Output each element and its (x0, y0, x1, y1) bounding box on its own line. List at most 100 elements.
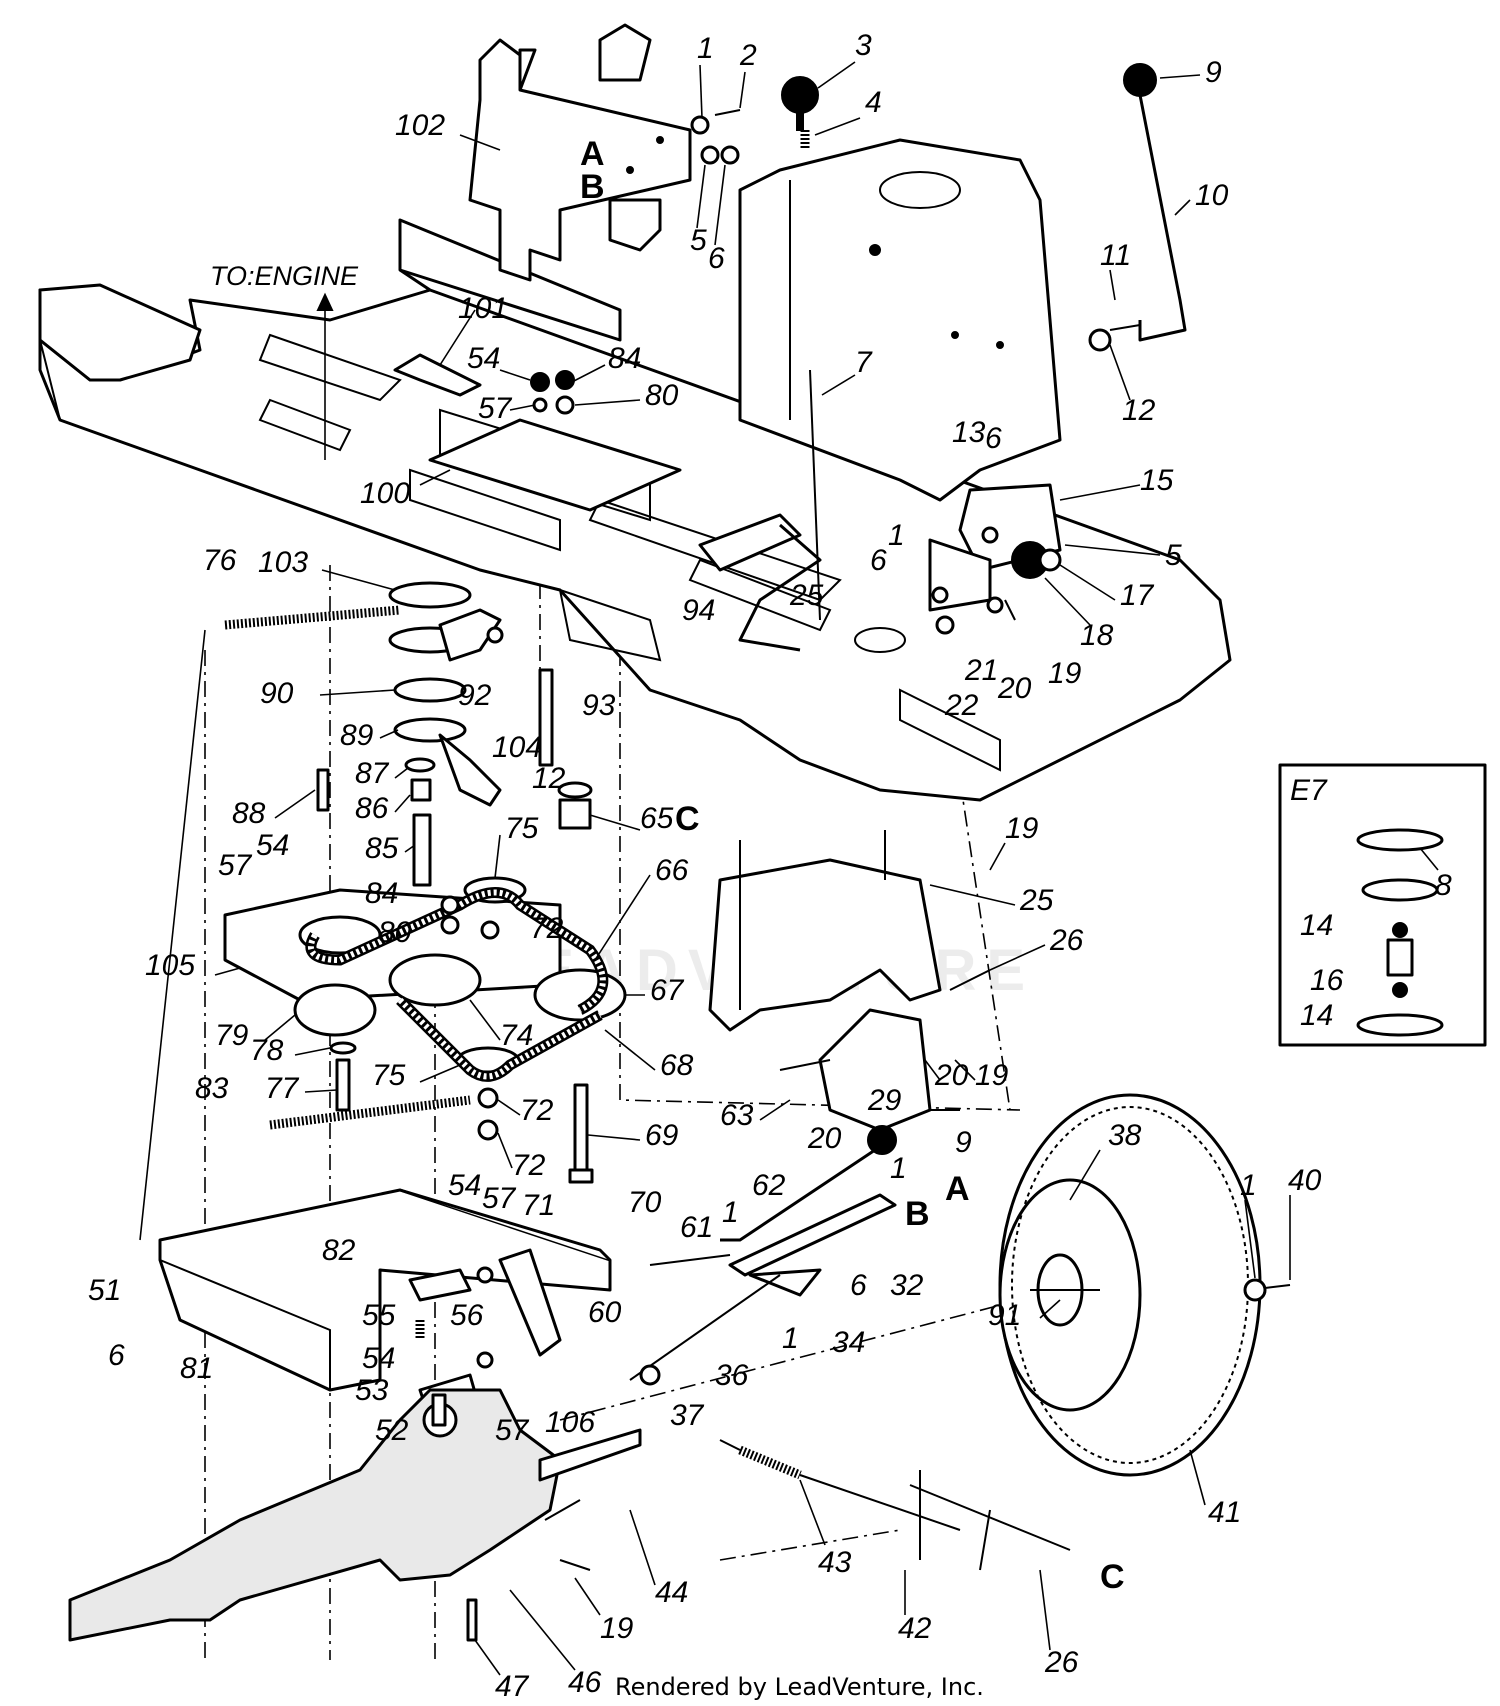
callout-37: 37 (670, 1399, 705, 1432)
callout-92: 92 (458, 679, 492, 712)
callout-70: 70 (628, 1186, 662, 1219)
leader-lines (214, 61, 1439, 1676)
callout-68: 68 (660, 1049, 694, 1082)
ref-letter-b-top: B (580, 168, 605, 206)
lower-linkage (719, 1439, 1071, 1571)
callout-54d: 54 (362, 1342, 395, 1375)
shift-linkage (629, 1125, 897, 1386)
callout-72b: 72 (520, 1094, 554, 1127)
ref-letter-a-top: A (580, 135, 605, 173)
callout-2: 2 (739, 39, 757, 72)
callout-3: 3 (855, 29, 872, 62)
callout-42: 42 (898, 1612, 932, 1645)
callout-65: 65 (640, 802, 674, 835)
callout-84: 84 (608, 342, 641, 375)
callout-25: 25 (789, 579, 824, 612)
callout-38: 38 (1108, 1119, 1142, 1152)
callout-16: 16 (1310, 964, 1344, 997)
callout-20b: 20 (934, 1059, 969, 1092)
callout-18: 18 (1080, 619, 1114, 652)
callout-57: 57 (478, 392, 513, 425)
callout-51: 51 (88, 1274, 121, 1307)
callout-100: 100 (360, 477, 410, 510)
callout-26: 26 (1049, 924, 1084, 957)
callout-36: 36 (715, 1359, 749, 1392)
callout-5: 5 (690, 224, 707, 257)
callout-63: 63 (720, 1099, 754, 1132)
engine-arrow (316, 292, 334, 460)
callout-87: 87 (355, 757, 390, 790)
callout-40: 40 (1288, 1164, 1322, 1197)
pulley-stack (388, 581, 504, 807)
callout-20: 20 (997, 672, 1032, 705)
callout-69: 69 (645, 1119, 679, 1152)
callout-1b: 1 (888, 519, 905, 552)
callout-11: 11 (1100, 239, 1131, 272)
callout-5b: 5 (1165, 539, 1182, 572)
callout-94: 94 (682, 594, 715, 627)
callout-6: 6 (708, 242, 725, 275)
callout-57b: 57 (218, 849, 253, 882)
callout-77: 77 (265, 1072, 300, 1105)
callout-55: 55 (362, 1299, 396, 1332)
callout-1d: 1 (722, 1196, 739, 1229)
callout-91: 91 (988, 1299, 1021, 1332)
callout-46: 46 (568, 1666, 602, 1699)
inset-e7 (1278, 763, 1487, 1047)
ref-letter-b-shift: B (905, 1195, 930, 1233)
drive-pedal (698, 369, 822, 652)
callout-103: 103 (258, 546, 308, 579)
callout-8: 8 (1435, 869, 1452, 902)
engine-label: TO:ENGINE (210, 261, 359, 291)
callout-82: 82 (322, 1234, 356, 1267)
callout-88: 88 (232, 797, 266, 830)
ref-letter-a-shift: A (945, 1170, 970, 1208)
callout-7: 7 (855, 346, 873, 379)
callout-12: 12 (1122, 394, 1156, 427)
callout-104: 104 (492, 731, 542, 764)
inset-label: E7 (1290, 774, 1328, 807)
transaxle (68, 1388, 642, 1642)
callout-1c: 1 (890, 1152, 907, 1185)
callout-86: 86 (355, 792, 389, 825)
callout-labels: 1 2 3 4 5 6 7 9 10 11 12 13 6 15 5 17 18… (88, 29, 1452, 1703)
callout-52: 52 (375, 1414, 409, 1447)
callout-20c: 20 (807, 1122, 842, 1155)
callout-6c: 6 (870, 544, 887, 577)
callout-25b: 25 (1019, 884, 1054, 917)
callout-72: 72 (530, 912, 564, 945)
callout-105: 105 (145, 949, 195, 982)
callout-19d: 19 (600, 1612, 634, 1645)
callout-6d: 6 (850, 1269, 867, 1302)
callout-19b: 19 (1005, 812, 1039, 845)
callout-22: 22 (944, 689, 979, 722)
seat-bracket (468, 23, 692, 282)
callout-9b: 9 (955, 1126, 972, 1159)
callout-10: 10 (1195, 179, 1229, 212)
callout-101: 101 (458, 292, 508, 325)
callout-60: 60 (588, 1296, 622, 1329)
callout-67: 67 (650, 974, 685, 1007)
callout-1e: 1 (782, 1322, 799, 1355)
callout-13: 13 (952, 416, 986, 449)
callout-32: 32 (890, 1269, 924, 1302)
control-brackets (408, 1248, 562, 1422)
callout-81: 81 (180, 1352, 213, 1385)
callout-85: 85 (365, 832, 399, 865)
callout-75b: 75 (372, 1059, 406, 1092)
callout-71: 71 (522, 1189, 555, 1222)
callout-29: 29 (867, 1084, 902, 1117)
credit-text: Rendered by LeadVenture, Inc. (615, 1673, 984, 1701)
idler-spacer (316, 757, 436, 887)
letter-references: A B C A B C (580, 135, 1125, 1596)
cam-plate (779, 1008, 960, 1132)
callout-84b: 84 (365, 877, 398, 910)
callout-6b: 6 (985, 422, 1002, 455)
callout-44: 44 (655, 1576, 688, 1609)
callout-53: 53 (355, 1374, 389, 1407)
chassis-frame (38, 218, 1232, 802)
callout-43: 43 (818, 1546, 852, 1579)
seat-knob (781, 76, 819, 150)
callout-79: 79 (215, 1019, 249, 1052)
